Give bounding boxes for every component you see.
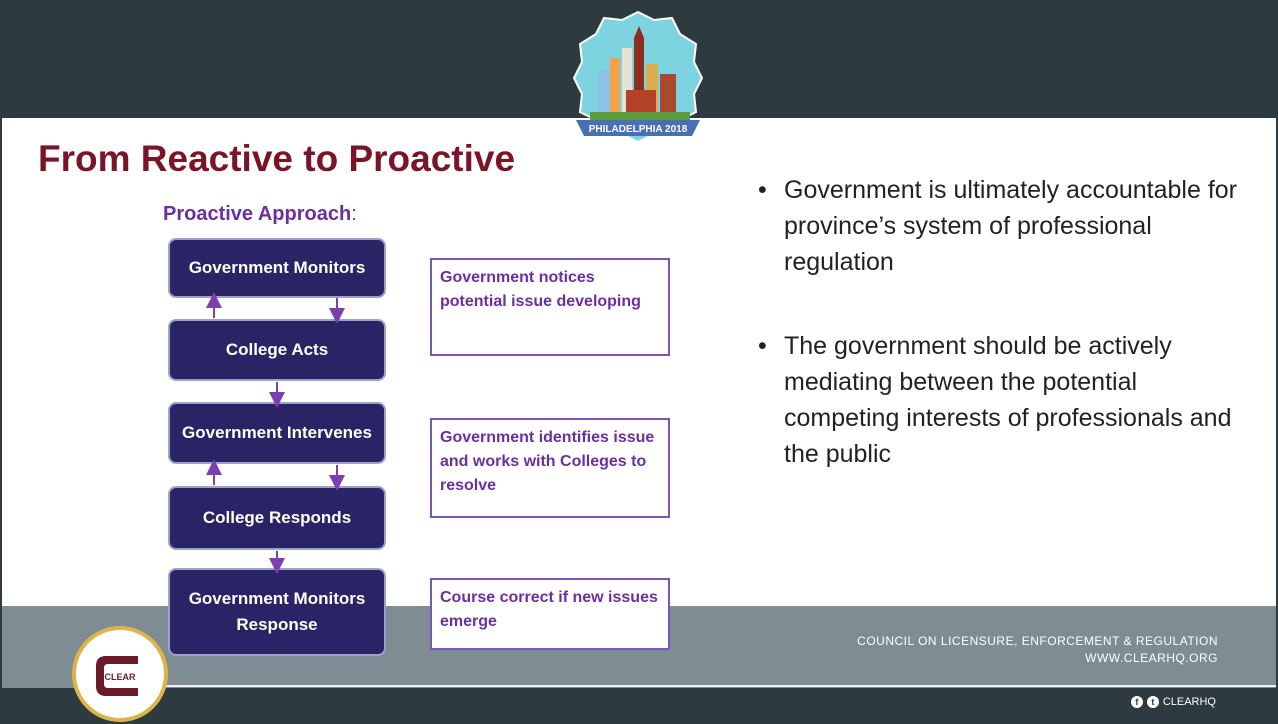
footer-org-text: COUNCIL ON LICENSURE, ENFORCEMENT & REGU… xyxy=(857,633,1218,667)
flow-box-government-monitors-response: Government Monitors Response xyxy=(168,568,386,656)
subtitle-colon: : xyxy=(351,203,357,225)
note-course-correct: Course correct if new issues emerge xyxy=(430,578,670,650)
social-handle: CLEARHQ xyxy=(1162,696,1216,708)
footer-org-name: COUNCIL ON LICENSURE, ENFORCEMENT & REGU… xyxy=(857,634,1218,648)
bullet-item: •The government should be actively media… xyxy=(758,332,1232,468)
footer-bottom-strip xyxy=(2,688,1276,722)
bullet-text: The government should be actively mediat… xyxy=(784,332,1232,468)
clear-logo-text: CLEAR xyxy=(105,672,136,682)
clear-logo-icon: CLEAR xyxy=(96,656,138,696)
bullet-text: Government is ultimately accountable for… xyxy=(784,176,1237,276)
footer-url: WWW.CLEARHQ.ORG xyxy=(1085,651,1218,665)
badge-label: PHILADELPHIA 2018 xyxy=(589,124,688,135)
philadelphia-2018-badge-icon: PHILADELPHIA 2018 xyxy=(572,10,704,144)
subtitle-text: Proactive Approach xyxy=(163,203,352,225)
footer-divider xyxy=(140,685,1276,687)
flow-box-college-responds: College Responds xyxy=(168,486,386,550)
flow-box-government-monitors: Government Monitors xyxy=(168,238,386,298)
bullet-item: •Government is ultimately accountable fo… xyxy=(758,176,1237,276)
social-links: f t CLEARHQ xyxy=(1130,696,1216,708)
flow-box-college-acts: College Acts xyxy=(168,319,386,381)
twitter-icon[interactable]: t xyxy=(1146,696,1159,708)
subtitle: Proactive Approach: xyxy=(163,203,357,226)
note-government-identifies: Government identifies issue and works wi… xyxy=(430,418,670,518)
bullet-list: •Government is ultimately accountable fo… xyxy=(758,172,1238,520)
slide-title: From Reactive to Proactive xyxy=(38,138,516,179)
clear-logo: CLEAR xyxy=(72,626,168,722)
note-government-notices: Government notices potential issue devel… xyxy=(430,258,670,356)
facebook-icon[interactable]: f xyxy=(1130,696,1143,708)
